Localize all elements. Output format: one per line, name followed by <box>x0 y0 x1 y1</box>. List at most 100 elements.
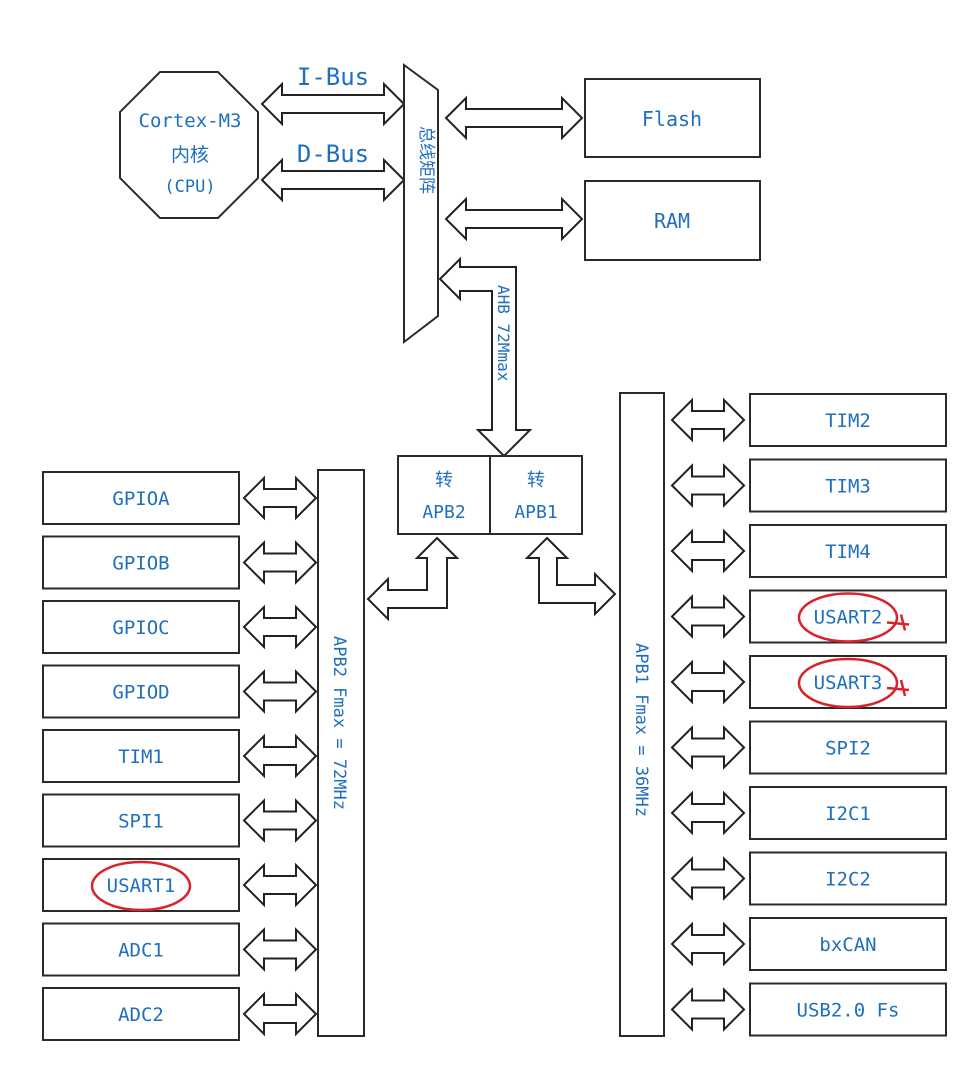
bridge-apb1-box <box>489 455 583 535</box>
ahb-connection: AHB 72Mmax <box>438 256 533 458</box>
tim2-block <box>749 393 947 447</box>
dbus-connection: D-Bus <box>260 140 406 203</box>
peripheral-usb2-0-fs: USB2.0 Fs <box>670 982 947 1037</box>
tim2-bus-arrow <box>670 397 746 443</box>
peripheral-gpiod: GPIOD <box>42 664 318 719</box>
gpioa-label: GPIOA <box>112 488 170 510</box>
adc2-label: ADC2 <box>118 1004 164 1026</box>
apb2-bridge-arrow <box>366 536 460 622</box>
peripheral-i2c1: I2C1 <box>670 786 947 840</box>
gpiob-bus-arrow <box>242 540 318 585</box>
cpu-octagon <box>119 71 259 219</box>
tim3-block <box>749 458 947 513</box>
ram-block <box>584 180 761 261</box>
ahb-label: AHB 72Mmax <box>494 285 513 382</box>
spi2-bus-arrow <box>670 725 746 770</box>
cpu-label-name: Cortex-M3 <box>139 110 242 132</box>
usart2-highlight-tick <box>886 614 910 631</box>
usb2-0-fs-label: USB2.0 Fs <box>797 1000 900 1022</box>
i2c2-block <box>749 851 947 906</box>
usb2-0-fs-bus-arrow <box>670 987 746 1032</box>
gpiob-block <box>42 535 240 590</box>
peripheral-adc1: ADC1 <box>42 922 318 977</box>
flash-arrow <box>444 95 584 141</box>
ram-arrow <box>444 196 584 242</box>
i2c2-label: I2C2 <box>825 869 871 891</box>
tim3-bus-arrow <box>670 463 746 508</box>
peripheral-bxcan: bxCAN <box>670 917 947 971</box>
tim1-bus-arrow <box>242 733 318 779</box>
peripheral-usart1: USART1 <box>42 858 318 912</box>
ibus-connection: I-Bus <box>260 63 406 127</box>
bridge-apb2-char: 转 <box>435 470 453 491</box>
peripheral-adc2: ADC2 <box>42 987 318 1041</box>
peripheral-usart3: USART3 <box>670 655 947 709</box>
adc2-bus-arrow <box>242 991 318 1037</box>
apb2-bus-bar <box>317 469 365 1037</box>
apb1-bridge-arrow <box>524 536 617 617</box>
adc1-block <box>42 922 240 977</box>
gpioc-bus-arrow <box>242 604 318 650</box>
dbus-label: D-Bus <box>297 140 369 168</box>
tim1-label: TIM1 <box>118 746 164 768</box>
apb2-bus-label: APB2 Fmax = 72MHz <box>329 636 349 810</box>
peripheral-tim1: TIM1 <box>42 729 318 783</box>
peripheral-tim3: TIM3 <box>670 458 947 513</box>
gpioa-bus-arrow <box>242 475 318 521</box>
ibus-label: I-Bus <box>297 63 369 91</box>
apb2-peripheral-list: GPIOA GPIOB GPIOC GPIOD TIM1SPI1USART1ADC1AD… <box>42 471 318 1041</box>
spi2-label: SPI2 <box>825 738 871 760</box>
usart1-label: USART1 <box>107 875 176 897</box>
peripheral-i2c2: I2C2 <box>670 851 947 906</box>
cpu-core: Cortex-M3 内核 (CPU) <box>119 71 259 219</box>
tim4-block <box>749 524 947 578</box>
cpu-label-core: 内核 <box>171 144 209 166</box>
apb1-bus: APB1 Fmax = 36MHz <box>619 392 665 1037</box>
adc2-block <box>42 987 240 1041</box>
bxcan-bus-arrow <box>670 921 746 967</box>
usart1-block <box>42 858 240 912</box>
usart3-highlight-circle <box>797 657 899 709</box>
spi1-block <box>42 793 240 848</box>
bridge-apb2: 转 APB2 <box>397 455 491 535</box>
ahb-arrow <box>438 256 533 458</box>
bridge-apb1-char: 转 <box>527 470 545 491</box>
apb2-bus: APB2 Fmax = 72MHz <box>317 469 365 1037</box>
i2c2-bus-arrow <box>670 856 746 901</box>
gpiod-label: GPIOD <box>112 682 169 704</box>
flash-label: Flash <box>642 107 702 131</box>
peripheral-gpioc: GPIOC <box>42 600 318 654</box>
peripheral-spi2: SPI2 <box>670 720 947 775</box>
gpiod-bus-arrow <box>242 669 318 714</box>
usb2-0-fs-block <box>749 982 947 1037</box>
tim2-label: TIM2 <box>825 410 871 432</box>
usart1-bus-arrow <box>242 862 318 908</box>
apb1-peripheral-list: TIM2TIM3TIM4USART2USART3SPI2I2C1I2C2bxCA… <box>670 393 947 1037</box>
apb1-bus-label: APB1 Fmax = 36MHz <box>631 643 651 817</box>
apb1-bus-bar <box>619 392 665 1037</box>
usart3-label: USART3 <box>814 672 883 694</box>
tim4-label: TIM4 <box>825 541 871 563</box>
bus-matrix-shape <box>403 63 439 345</box>
peripheral-gpioa: GPIOA <box>42 471 318 525</box>
usart2-bus-arrow <box>670 594 746 639</box>
peripheral-gpiob: GPIOB <box>42 535 318 590</box>
usart3-bus-arrow <box>670 659 746 705</box>
spi1-bus-arrow <box>242 798 318 843</box>
bus-matrix: 总线矩阵 <box>403 63 439 345</box>
bxcan-label: bxCAN <box>819 934 876 956</box>
spi2-block <box>749 720 947 775</box>
gpiob-label: GPIOB <box>112 553 169 575</box>
usart3-block <box>749 655 947 709</box>
ram-label: RAM <box>654 209 690 233</box>
i2c1-label: I2C1 <box>825 803 871 825</box>
bridge-apb2-label: APB2 <box>422 502 465 523</box>
spi1-label: SPI1 <box>118 811 164 833</box>
i2c1-block <box>749 786 947 840</box>
flash-block <box>584 78 761 158</box>
gpioa-block <box>42 471 240 525</box>
bridge-apb1: 转 APB1 <box>489 455 583 535</box>
cpu-label-cpu: (CPU) <box>164 177 215 197</box>
bxcan-block <box>749 917 947 971</box>
